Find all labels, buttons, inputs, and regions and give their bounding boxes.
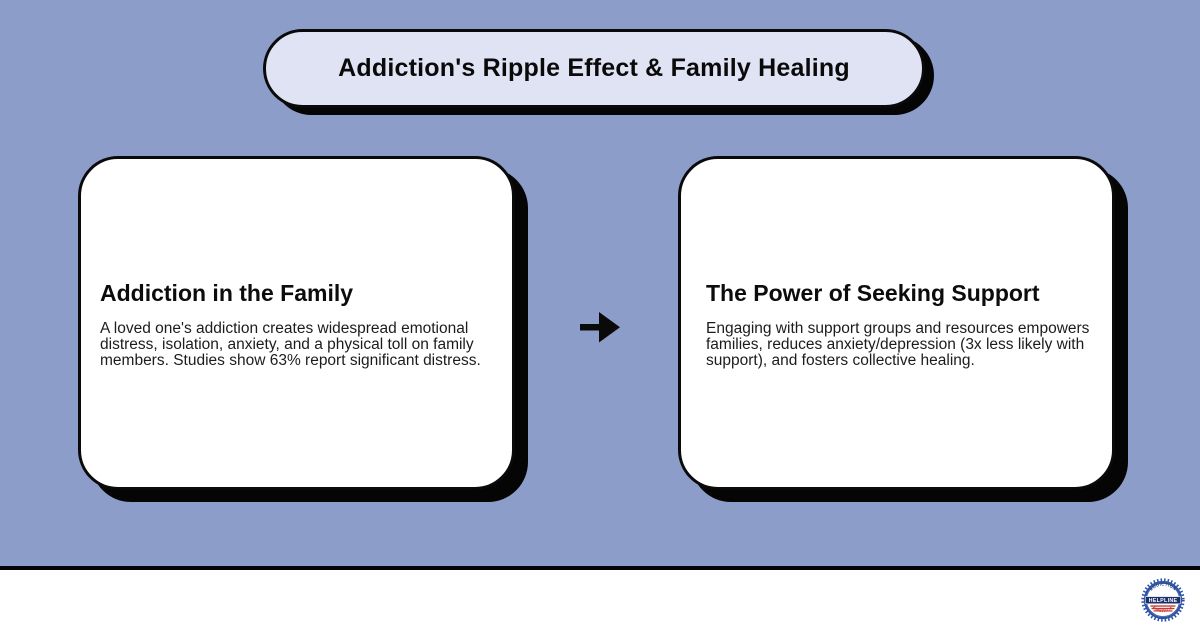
- card-body: Engaging with support groups and resourc…: [706, 319, 1090, 369]
- footer-bar: ADDICTION HELPLINE AMERICA: [0, 566, 1200, 630]
- card-heading: The Power of Seeking Support: [706, 279, 1040, 306]
- title-banner: Addiction's Ripple Effect & Family Heali…: [263, 29, 925, 108]
- arrow-right-icon: [578, 305, 622, 349]
- page-title: Addiction's Ripple Effect & Family Heali…: [338, 54, 850, 82]
- badge-band-text: HELPLINE: [1149, 598, 1178, 604]
- card-addiction-in-family: Addiction in the Family A loved one's ad…: [78, 156, 515, 490]
- card-content: Addiction in the Family A loved one's ad…: [81, 278, 512, 369]
- addiction-helpline-america-badge: ADDICTION HELPLINE AMERICA: [1140, 577, 1186, 623]
- badge-stripes: [1150, 605, 1176, 612]
- card-content: The Power of Seeking Support Engaging wi…: [681, 278, 1112, 369]
- card-heading: Addiction in the Family: [100, 279, 354, 306]
- card-power-of-support: The Power of Seeking Support Engaging wi…: [678, 156, 1115, 490]
- card-body: A loved one's addiction creates widespre…: [100, 319, 481, 369]
- svg-text:AMERICA: AMERICA: [1152, 605, 1174, 613]
- badge-arc-bottom-text: AMERICA: [1152, 605, 1173, 613]
